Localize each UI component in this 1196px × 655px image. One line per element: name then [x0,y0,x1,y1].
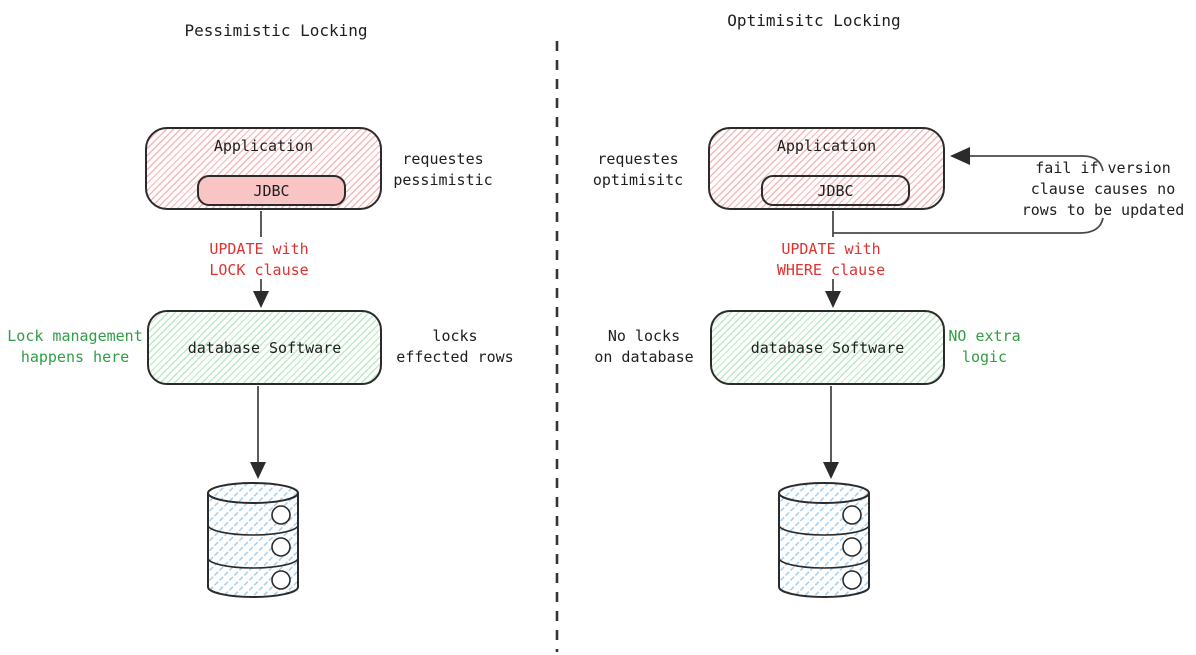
right-application-label: Application [776,137,877,155]
left-update-label: UPDATE with LOCK clause [159,239,359,281]
left-jdbc-box: JDBC [197,175,346,206]
left-application-label: Application [213,137,314,155]
left-application-box: Application JDBC [145,127,382,210]
right-database-software-label: database Software [750,338,905,357]
right-database-software-box: database Software [710,310,945,385]
left-database-software-box: database Software [147,310,382,385]
right-update-label: UPDATE with WHERE clause [731,239,931,281]
left-database-icon [207,482,299,598]
right-panel-title: Optimisitc Locking [727,11,901,30]
right-application-box: Application JDBC [708,127,945,210]
left-request-note: requestes pessimistic [393,150,493,189]
left-jdbc-label: JDBC [253,181,290,200]
right-jdbc-label: JDBC [817,181,854,200]
left-database-software-label: database Software [187,338,342,357]
right-request-note: requestes optimisitc [592,150,684,189]
left-arrow-dbsoftware-to-database [250,386,266,479]
left-panel-title: Pessimistic Locking [184,21,368,40]
right-database-icon [778,482,870,598]
left-lock-management-note: Lock management happens here [7,327,143,366]
left-locks-effected-note: locks effected rows [396,327,514,366]
right-no-extra-logic-note: NO extra logic [948,327,1021,366]
right-fail-note: fail if version clause causes no rows to… [1010,158,1196,221]
right-jdbc-box: JDBC [761,175,910,206]
right-arrow-dbsoftware-to-database [823,386,839,479]
right-no-locks-note: No locks on database [594,327,694,366]
